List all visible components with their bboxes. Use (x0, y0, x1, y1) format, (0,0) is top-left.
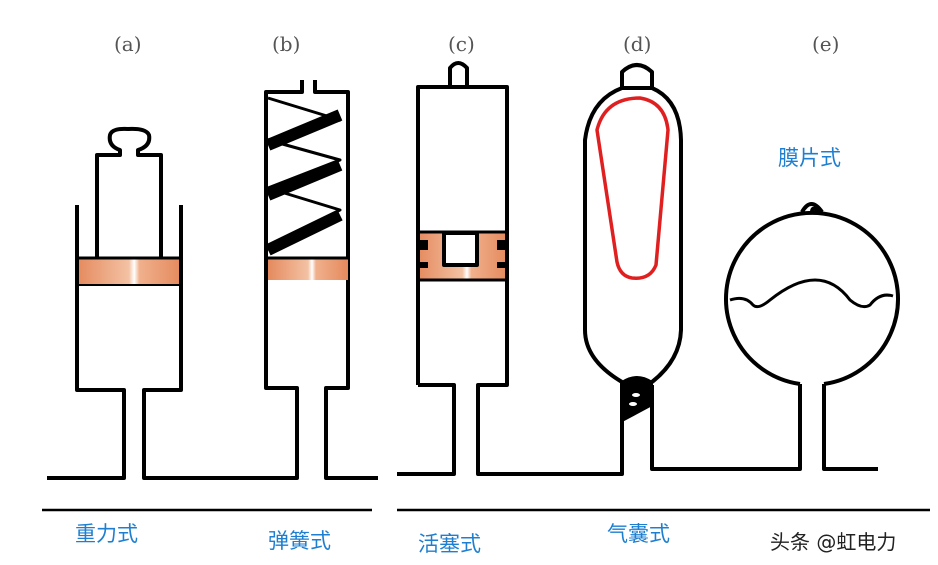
seal-c (497, 262, 505, 268)
bladder-accumulator (583, 63, 802, 474)
panel-label-b: (b) (272, 32, 301, 56)
panel-label-e: (e) (812, 32, 840, 56)
watermark: 头条 @虹电力 (770, 530, 897, 554)
caption-piston: 活塞式 (418, 532, 481, 556)
piston-accumulator (397, 61, 624, 476)
seal-c (420, 240, 428, 250)
caption-bladder: 气囊式 (607, 522, 670, 546)
bladder-d (595, 96, 670, 280)
gravity-accumulator (47, 80, 378, 480)
spring-accumulator (265, 96, 348, 280)
cylinder-a-left (47, 205, 126, 480)
panel-label-c: (c) (448, 32, 475, 56)
piston-b (268, 258, 348, 280)
cylinder-c (416, 85, 624, 476)
diaphragm-e (729, 278, 894, 309)
diaphragm-accumulator (724, 202, 900, 471)
spring-b-thick (265, 109, 343, 256)
panel-label-d: (d) (623, 32, 652, 56)
piston-a (77, 258, 181, 285)
gas-valve-c (448, 61, 469, 87)
seal-c (497, 240, 505, 250)
seal-c (420, 262, 428, 268)
caption-gravity: 重力式 (75, 522, 138, 546)
panel-label-a: (a) (114, 32, 142, 56)
poppet-valve-d (621, 376, 653, 421)
gas-valve-d (620, 63, 654, 88)
weight-a (95, 126, 163, 258)
gas-valve-e (800, 202, 824, 215)
shell-e (724, 210, 900, 386)
caption-diaphragm: 膜片式 (778, 146, 841, 170)
connecting-pipework-a-b (142, 80, 378, 480)
caption-spring: 弹簧式 (268, 529, 331, 553)
